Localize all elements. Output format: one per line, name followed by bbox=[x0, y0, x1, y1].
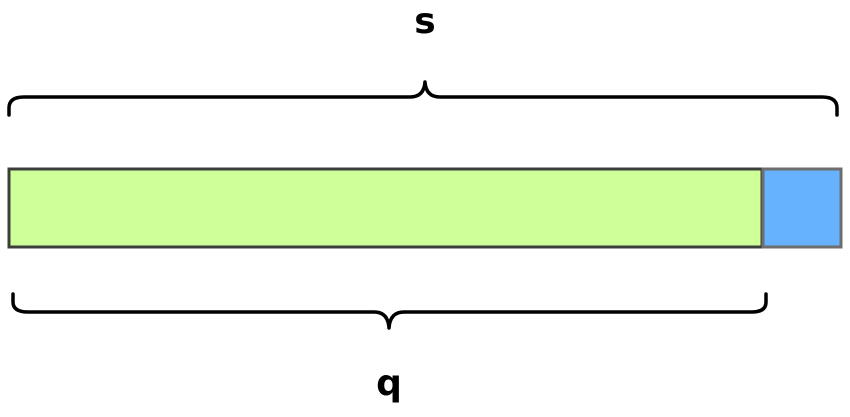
top-brace bbox=[7, 80, 839, 117]
bottom-label-q: q bbox=[376, 363, 402, 404]
top-label-s: s bbox=[414, 1, 436, 42]
remainder-segment-bar bbox=[761, 167, 843, 249]
bottom-brace bbox=[11, 292, 768, 330]
q-segment-bar bbox=[7, 167, 764, 249]
